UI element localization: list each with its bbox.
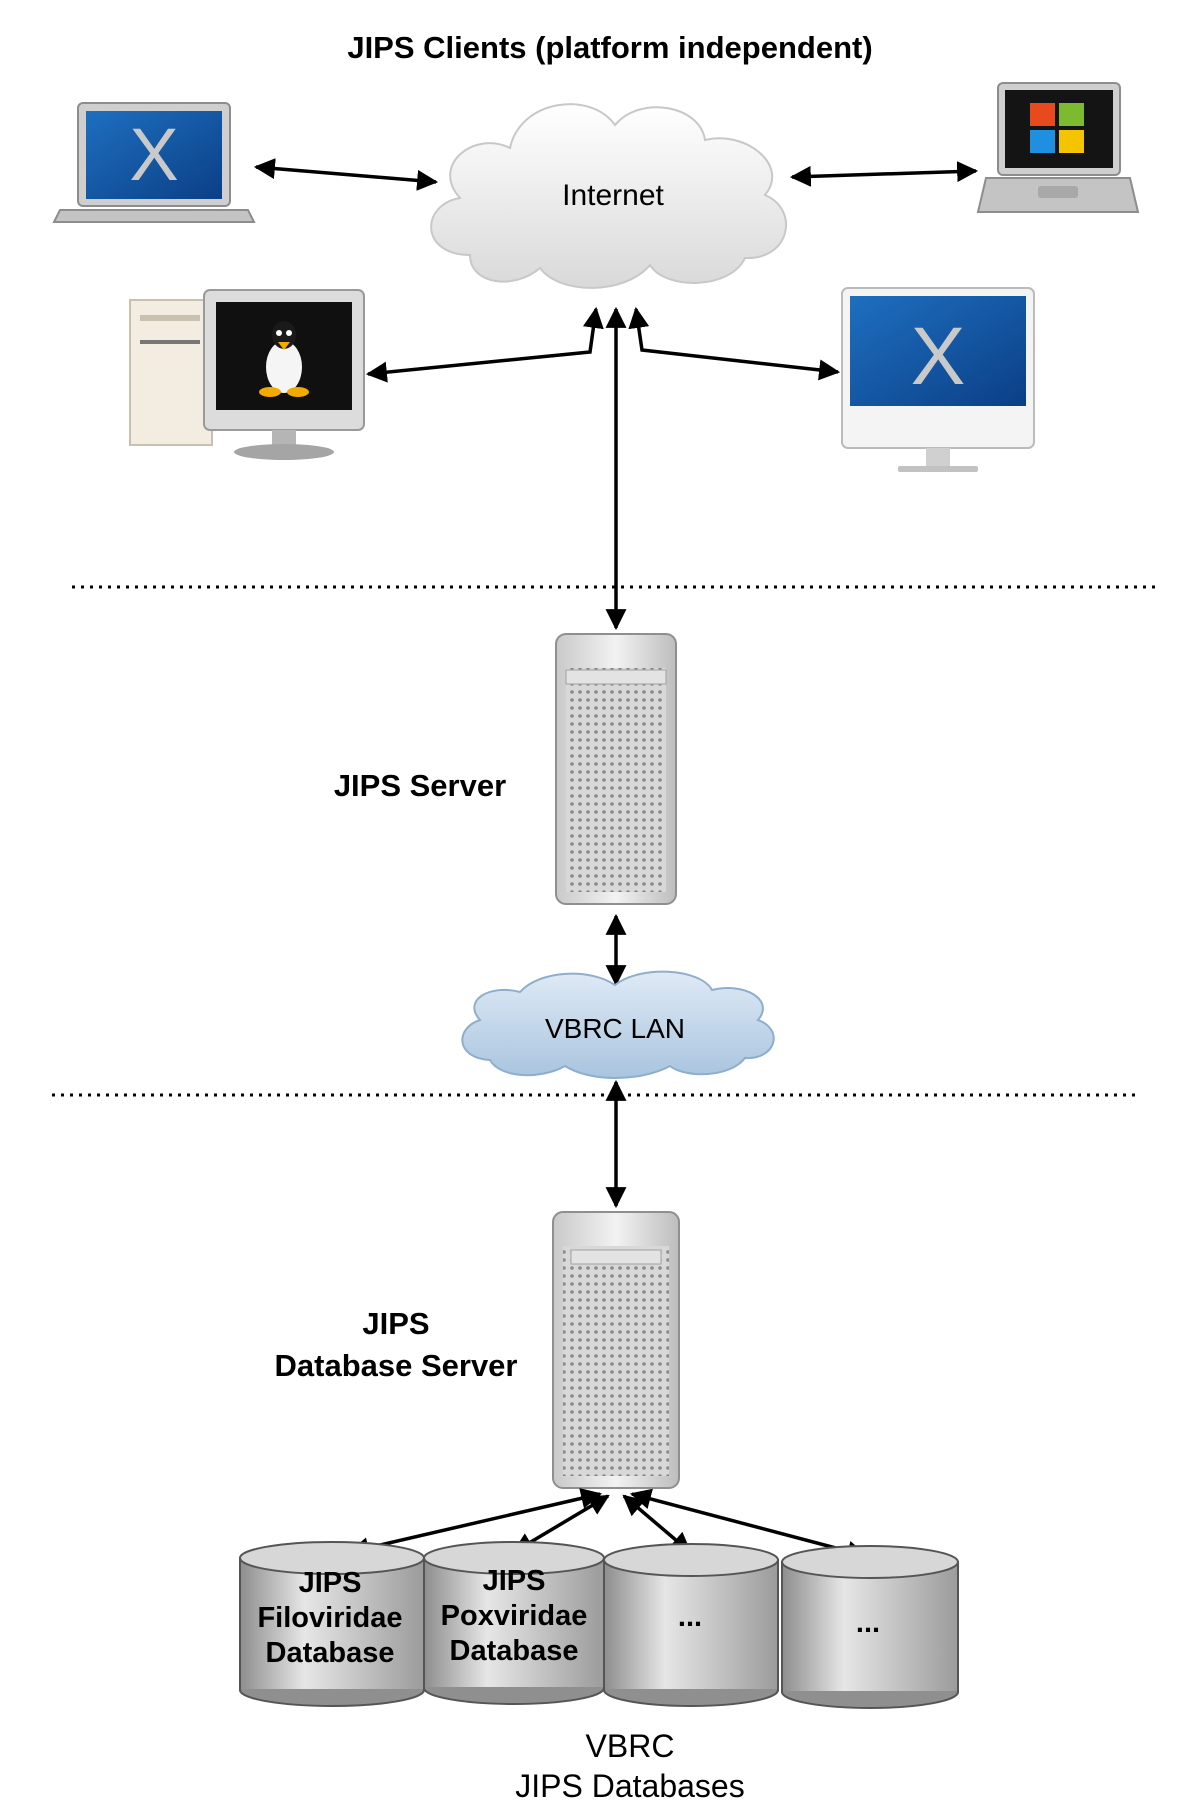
client-connections <box>253 158 979 631</box>
database-cylinder-4 <box>781 1545 959 1709</box>
lan-cloud-icon <box>461 970 775 1079</box>
arrow-imac-internet <box>628 306 841 381</box>
database-cylinder-poxviridae <box>423 1541 605 1705</box>
imac-x-glyph: X <box>911 311 966 402</box>
database-server-icon <box>552 1211 680 1489</box>
db-filoviridae-line1: JIPS <box>299 1567 362 1599</box>
internet-label: Internet <box>562 179 664 212</box>
db-poxviridae-line2: Poxviridae <box>441 1600 588 1632</box>
desktop-linux-icon <box>129 289 365 460</box>
database-cylinder-3 <box>603 1543 779 1707</box>
footer-line1: VBRC <box>586 1728 675 1764</box>
arrow-windows-laptop-internet <box>789 161 979 187</box>
laptop-windows-icon <box>976 82 1140 213</box>
imac-macos-icon: X <box>841 287 1035 472</box>
db-poxviridae-line3: Database <box>450 1635 579 1667</box>
arrow-mac-laptop-internet <box>253 158 439 191</box>
db-server-label-line2: Database Server <box>275 1348 518 1383</box>
database-connections <box>347 1488 869 1562</box>
macos-x-glyph: X <box>129 113 178 196</box>
db-filoviridae-line3: Database <box>266 1637 395 1669</box>
internet-cloud-icon <box>430 103 788 289</box>
db-filoviridae-line2: Filoviridae <box>257 1602 402 1634</box>
db-4-label: ... <box>856 1607 880 1639</box>
jips-server-label: JIPS Server <box>334 768 506 803</box>
db-server-label-line1: JIPS <box>362 1306 429 1341</box>
clients-title: JIPS Clients (platform independent) <box>347 30 872 65</box>
db-poxviridae-line1: JIPS <box>483 1565 546 1597</box>
arrow-linux-internet <box>365 306 604 383</box>
database-cylinder-filoviridae <box>239 1541 425 1707</box>
laptop-macos-icon: X <box>52 102 256 223</box>
lan-label: VBRC LAN <box>545 1013 685 1044</box>
database-labels: JIPS Filoviridae Database JIPS Poxvirida… <box>257 1565 880 1669</box>
db-3-label: ... <box>678 1601 702 1633</box>
arrow-db-server-db4 <box>629 1488 869 1562</box>
jips-server-icon <box>555 633 677 905</box>
footer-line2: JIPS Databases <box>515 1768 744 1804</box>
